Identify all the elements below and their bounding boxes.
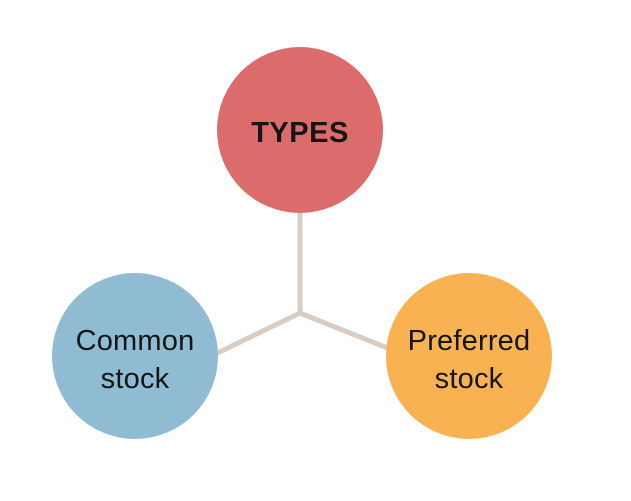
- connector-line-preferred-stock: [297, 310, 403, 356]
- connector-line-common-stock: [202, 310, 303, 362]
- node-preferred-stock-label: Preferred stock: [407, 325, 531, 395]
- node-preferred-stock: Preferred stock: [386, 273, 552, 439]
- node-types: TYPES: [217, 47, 383, 213]
- node-common-stock-label: Common stock: [75, 325, 195, 395]
- node-types-label: TYPES: [251, 117, 349, 149]
- node-common-stock: Common stock: [52, 273, 218, 439]
